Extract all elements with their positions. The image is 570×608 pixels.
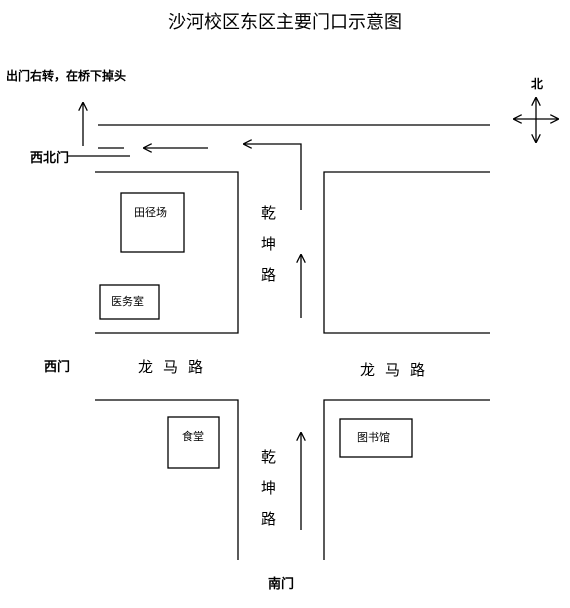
longma-road-label-left: 龙马路 <box>138 358 214 376</box>
block-northwest <box>95 171 239 334</box>
south-gate-label: 南门 <box>268 577 295 592</box>
library-label: 图书馆 <box>357 431 390 444</box>
block-southwest <box>95 399 239 560</box>
northwest-gate-label: 西北门 <box>30 151 70 166</box>
block-northeast <box>323 171 490 334</box>
compass-icon <box>514 98 558 142</box>
block-southeast <box>323 399 490 560</box>
clinic-box <box>99 284 160 320</box>
qiankun-road-label-upper: 乾 坤 路 <box>261 204 277 284</box>
track-field-box <box>120 192 185 253</box>
arrow-turn-west <box>244 144 302 210</box>
canteen-label: 食堂 <box>182 430 204 443</box>
map-title: 沙河校区东区主要门口示意图 <box>168 12 402 33</box>
west-gate-label: 西门 <box>44 360 71 375</box>
qiankun-road-label-lower: 乾 坤 路 <box>261 448 277 528</box>
library-box <box>339 418 413 458</box>
north-label: 北 <box>531 77 544 91</box>
track-field-label: 田径场 <box>134 206 167 219</box>
longma-road-label-right: 龙马路 <box>360 361 436 379</box>
clinic-label: 医务室 <box>111 295 144 308</box>
exit-instruction: 出门右转，在桥下掉头 <box>6 69 127 83</box>
canteen-box <box>167 416 220 469</box>
